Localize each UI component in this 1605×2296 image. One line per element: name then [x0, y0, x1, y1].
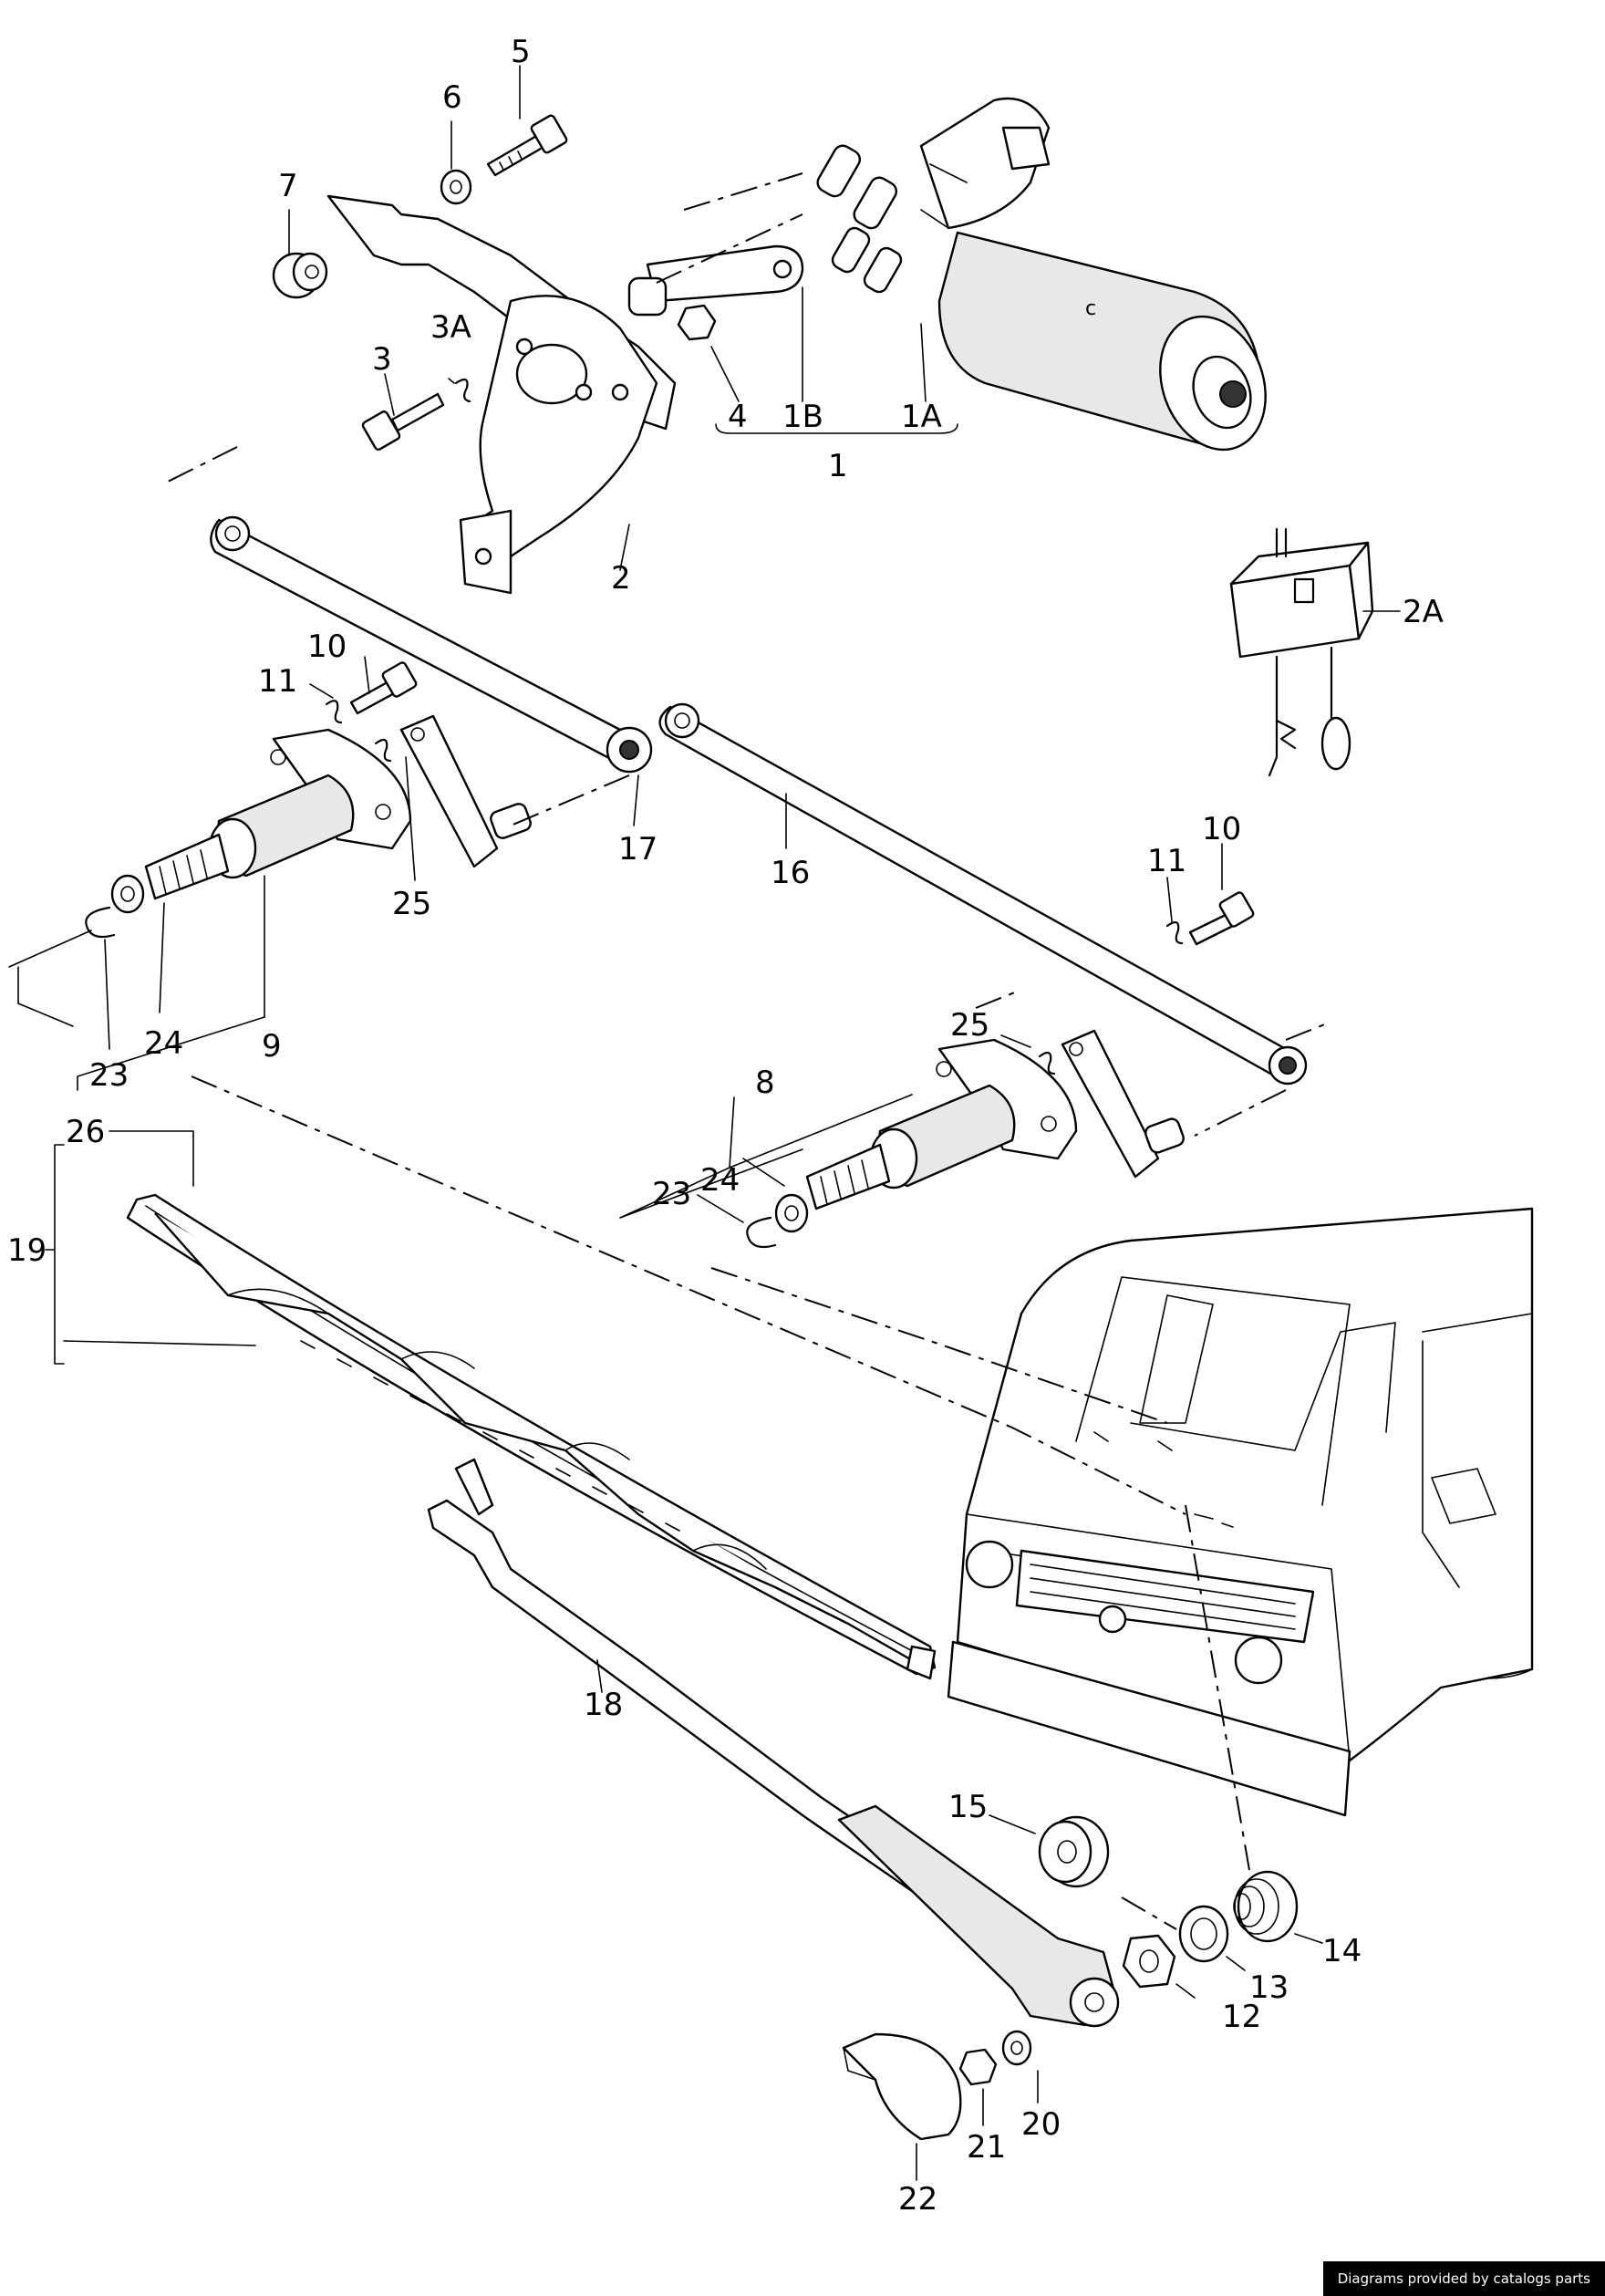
bolt-5 [486, 114, 568, 177]
callout-10-right: 10 [1202, 811, 1241, 847]
callout-10-left: 10 [307, 629, 347, 665]
callout-13: 13 [1249, 1969, 1289, 2006]
nut-21 [958, 2048, 998, 2086]
callout-25-left: 25 [392, 886, 431, 922]
wiper-arm [427, 1499, 1120, 2028]
relay-2a [1229, 527, 1374, 777]
cover-cap-22 [842, 2032, 962, 2141]
crank-arm [627, 244, 804, 317]
callout-6: 6 [442, 79, 462, 116]
clip-11-left [325, 700, 343, 724]
clip-11-right [1165, 920, 1184, 945]
callout-8: 8 [755, 1065, 775, 1101]
callout-12: 12 [1222, 1999, 1261, 2035]
washer-6 [440, 169, 472, 205]
washer-24-left [110, 874, 145, 914]
callout-24-right: 24 [700, 1162, 740, 1199]
bush-15 [1038, 1815, 1110, 1888]
circlip-23-right [746, 1216, 777, 1249]
callout-4: 4 [728, 399, 748, 435]
callout-1a: 1A [901, 399, 942, 435]
callout-22: 22 [898, 2181, 937, 2218]
callout-9: 9 [262, 1028, 282, 1065]
clip-11-left-b [374, 738, 392, 763]
callout-1: 1 [828, 448, 848, 484]
pivot-arm-left [399, 714, 532, 868]
grommet-14 [1233, 1870, 1299, 1943]
clip-11-right-b [1038, 1051, 1056, 1075]
callout-17: 17 [618, 831, 658, 867]
washer-20-hole [1010, 2041, 1023, 2055]
callout-21: 21 [967, 2129, 1006, 2166]
leader-lines [45, 65, 1401, 2181]
callout-23-right: 23 [652, 1176, 691, 1212]
link-rod-left [210, 515, 653, 774]
callout-14: 14 [1322, 1933, 1362, 1969]
callout-1b: 1B [782, 399, 823, 435]
washer-13 [1178, 1905, 1229, 1963]
pivot-arm-right [1061, 1029, 1185, 1179]
crank-nut [677, 304, 717, 341]
callout-2a: 2A [1403, 594, 1444, 630]
svg-text:c: c [1085, 297, 1096, 320]
callout-19: 19 [7, 1232, 47, 1269]
callout-26: 26 [66, 1114, 105, 1150]
grommet-7 [272, 252, 328, 299]
pivot-bearing-left [144, 728, 412, 900]
callout-15: 15 [948, 1789, 988, 1825]
callout-20: 20 [1021, 2106, 1061, 2143]
wiper-blade [126, 1193, 937, 1680]
bolt-3 [361, 392, 445, 451]
nut-12-hole [1139, 1949, 1159, 1973]
bolt-10-left [349, 661, 418, 715]
footer-credit: Diagrams provided by catalogs parts [1322, 2261, 1605, 2296]
callout-2: 2 [611, 560, 631, 597]
guide-lines [8, 172, 1332, 1930]
washer-13-hole [1190, 1917, 1217, 1950]
washer-20 [1001, 2030, 1032, 2066]
link-rod-16 [658, 702, 1308, 1086]
callout-24-left: 24 [144, 1025, 183, 1062]
callout-5: 5 [511, 34, 531, 70]
bolt-10-right [1188, 891, 1255, 946]
callout-25-right: 25 [950, 1007, 989, 1044]
callout-18: 18 [584, 1687, 623, 1723]
washer-24-right [774, 1193, 809, 1233]
van-illustration [947, 1207, 1534, 1817]
circlip-23-left [85, 906, 116, 939]
washer-24-right-hole [784, 1205, 799, 1221]
wiper-motor: c [816, 97, 1267, 452]
callout-7: 7 [278, 168, 298, 204]
nut-12 [1122, 1934, 1176, 1989]
callout-labels: 5 6 7 3A 3 4 1B 1A 1 2 2A 10 11 17 16 25… [7, 34, 1444, 2218]
clip-3a [454, 378, 471, 403]
callout-23-left: 23 [89, 1057, 129, 1094]
mounting-frame [326, 194, 677, 595]
callout-11-right: 11 [1147, 843, 1186, 879]
callout-16: 16 [771, 855, 810, 891]
pivot-bearing-right [805, 1038, 1078, 1210]
callout-11-left: 11 [258, 663, 297, 700]
callout-3a: 3A [430, 309, 471, 346]
washer-24-left-hole [120, 886, 135, 902]
callout-3: 3 [372, 341, 392, 378]
washer-6-hole [450, 180, 462, 194]
